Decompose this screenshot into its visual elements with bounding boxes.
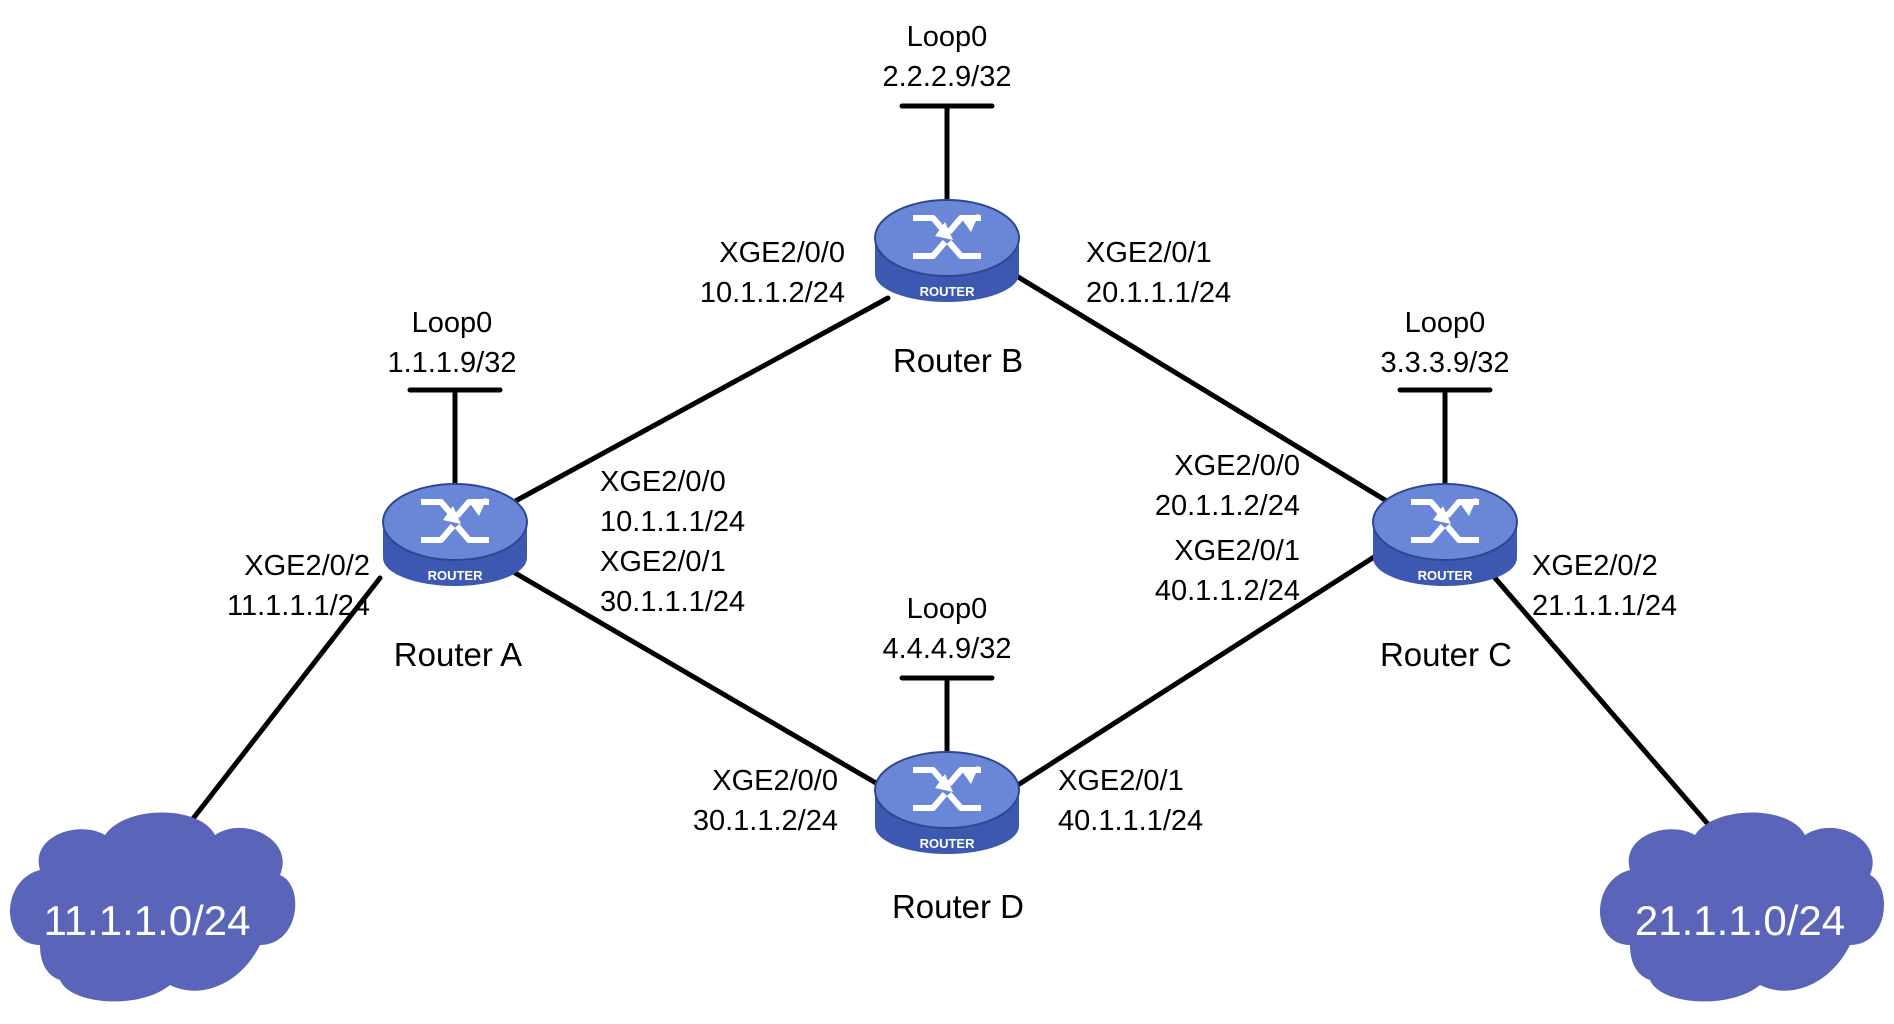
router-a-if-xge201-name: XGE2/0/1 [600, 546, 726, 578]
network-cloud-right: 21.1.1.0/24 [1600, 812, 1884, 1002]
router-a-if-xge202-name: XGE2/0/2 [244, 550, 370, 582]
router-c-loopback-ip: 3.3.3.9/32 [1381, 347, 1510, 379]
link-a-b [507, 295, 891, 507]
loopback-b [899, 103, 995, 208]
loopback-d [899, 675, 995, 768]
router-c-if-xge200-ip: 20.1.1.2/24 [1155, 490, 1300, 522]
router-b-if-xge201-ip: 20.1.1.1/24 [1086, 277, 1231, 309]
link-c-network [1492, 575, 1723, 841]
router-c-if-xge201-name: XGE2/0/1 [1174, 535, 1300, 567]
router-b-loopback-ip: 2.2.2.9/32 [883, 61, 1012, 93]
link-a-d [507, 567, 891, 793]
loopback-c [1397, 387, 1493, 493]
router-a-name: Router A [394, 636, 522, 673]
router-d-tag: ROUTER [920, 836, 976, 851]
router-d-name: Router D [892, 888, 1024, 925]
router-a-icon: ROUTER [382, 483, 528, 586]
router-c-loopback-name: Loop0 [1405, 307, 1486, 339]
network-right-label: 21.1.1.0/24 [1635, 897, 1845, 944]
router-c-if-xge202-ip: 21.1.1.1/24 [1532, 590, 1677, 622]
router-d-if-xge201-ip: 40.1.1.1/24 [1058, 805, 1203, 837]
network-cloud-left: 11.1.1.0/24 [10, 812, 296, 1002]
router-b-loopback-name: Loop0 [907, 21, 988, 53]
router-a-loopback-ip: 1.1.1.9/32 [388, 347, 517, 379]
router-c-name: Router C [1380, 636, 1512, 673]
router-b-tag: ROUTER [920, 284, 976, 299]
router-d-loopback-ip: 4.4.4.9/32 [883, 633, 1012, 665]
router-a-if-xge200-name: XGE2/0/0 [600, 466, 726, 498]
router-c-if-xge200-name: XGE2/0/0 [1174, 450, 1300, 482]
router-d-icon: ROUTER [874, 751, 1020, 854]
router-b-icon: ROUTER [874, 199, 1020, 302]
router-c-if-xge201-ip: 40.1.1.2/24 [1155, 575, 1300, 607]
router-d-if-xge201-name: XGE2/0/1 [1058, 765, 1184, 797]
router-b-name: Router B [893, 342, 1023, 379]
network-left-label: 11.1.1.0/24 [43, 897, 250, 944]
router-a-tag: ROUTER [428, 568, 484, 583]
router-d-loopback-name: Loop0 [907, 593, 988, 625]
router-b-if-xge201-name: XGE2/0/1 [1086, 237, 1212, 269]
router-a-if-xge202-ip: 11.1.1.1/24 [227, 590, 370, 622]
loopback-a [407, 387, 503, 493]
router-c-tag: ROUTER [1418, 568, 1474, 583]
router-a-if-xge200-ip: 10.1.1.1/24 [600, 506, 745, 538]
router-a-loopback-name: Loop0 [412, 307, 493, 339]
router-c-icon: ROUTER [1372, 483, 1518, 586]
link-d-c [1007, 547, 1388, 793]
router-b-if-xge200-name: XGE2/0/0 [719, 237, 845, 269]
link-b-c [1007, 269, 1388, 503]
router-b-if-xge200-ip: 10.1.1.2/24 [700, 277, 845, 309]
router-d-if-xge200-ip: 30.1.1.2/24 [693, 805, 838, 837]
router-a-if-xge201-ip: 30.1.1.1/24 [600, 586, 745, 618]
link-a-network [175, 575, 383, 841]
router-c-if-xge202-name: XGE2/0/2 [1532, 550, 1658, 582]
router-d-if-xge200-name: XGE2/0/0 [712, 765, 838, 797]
